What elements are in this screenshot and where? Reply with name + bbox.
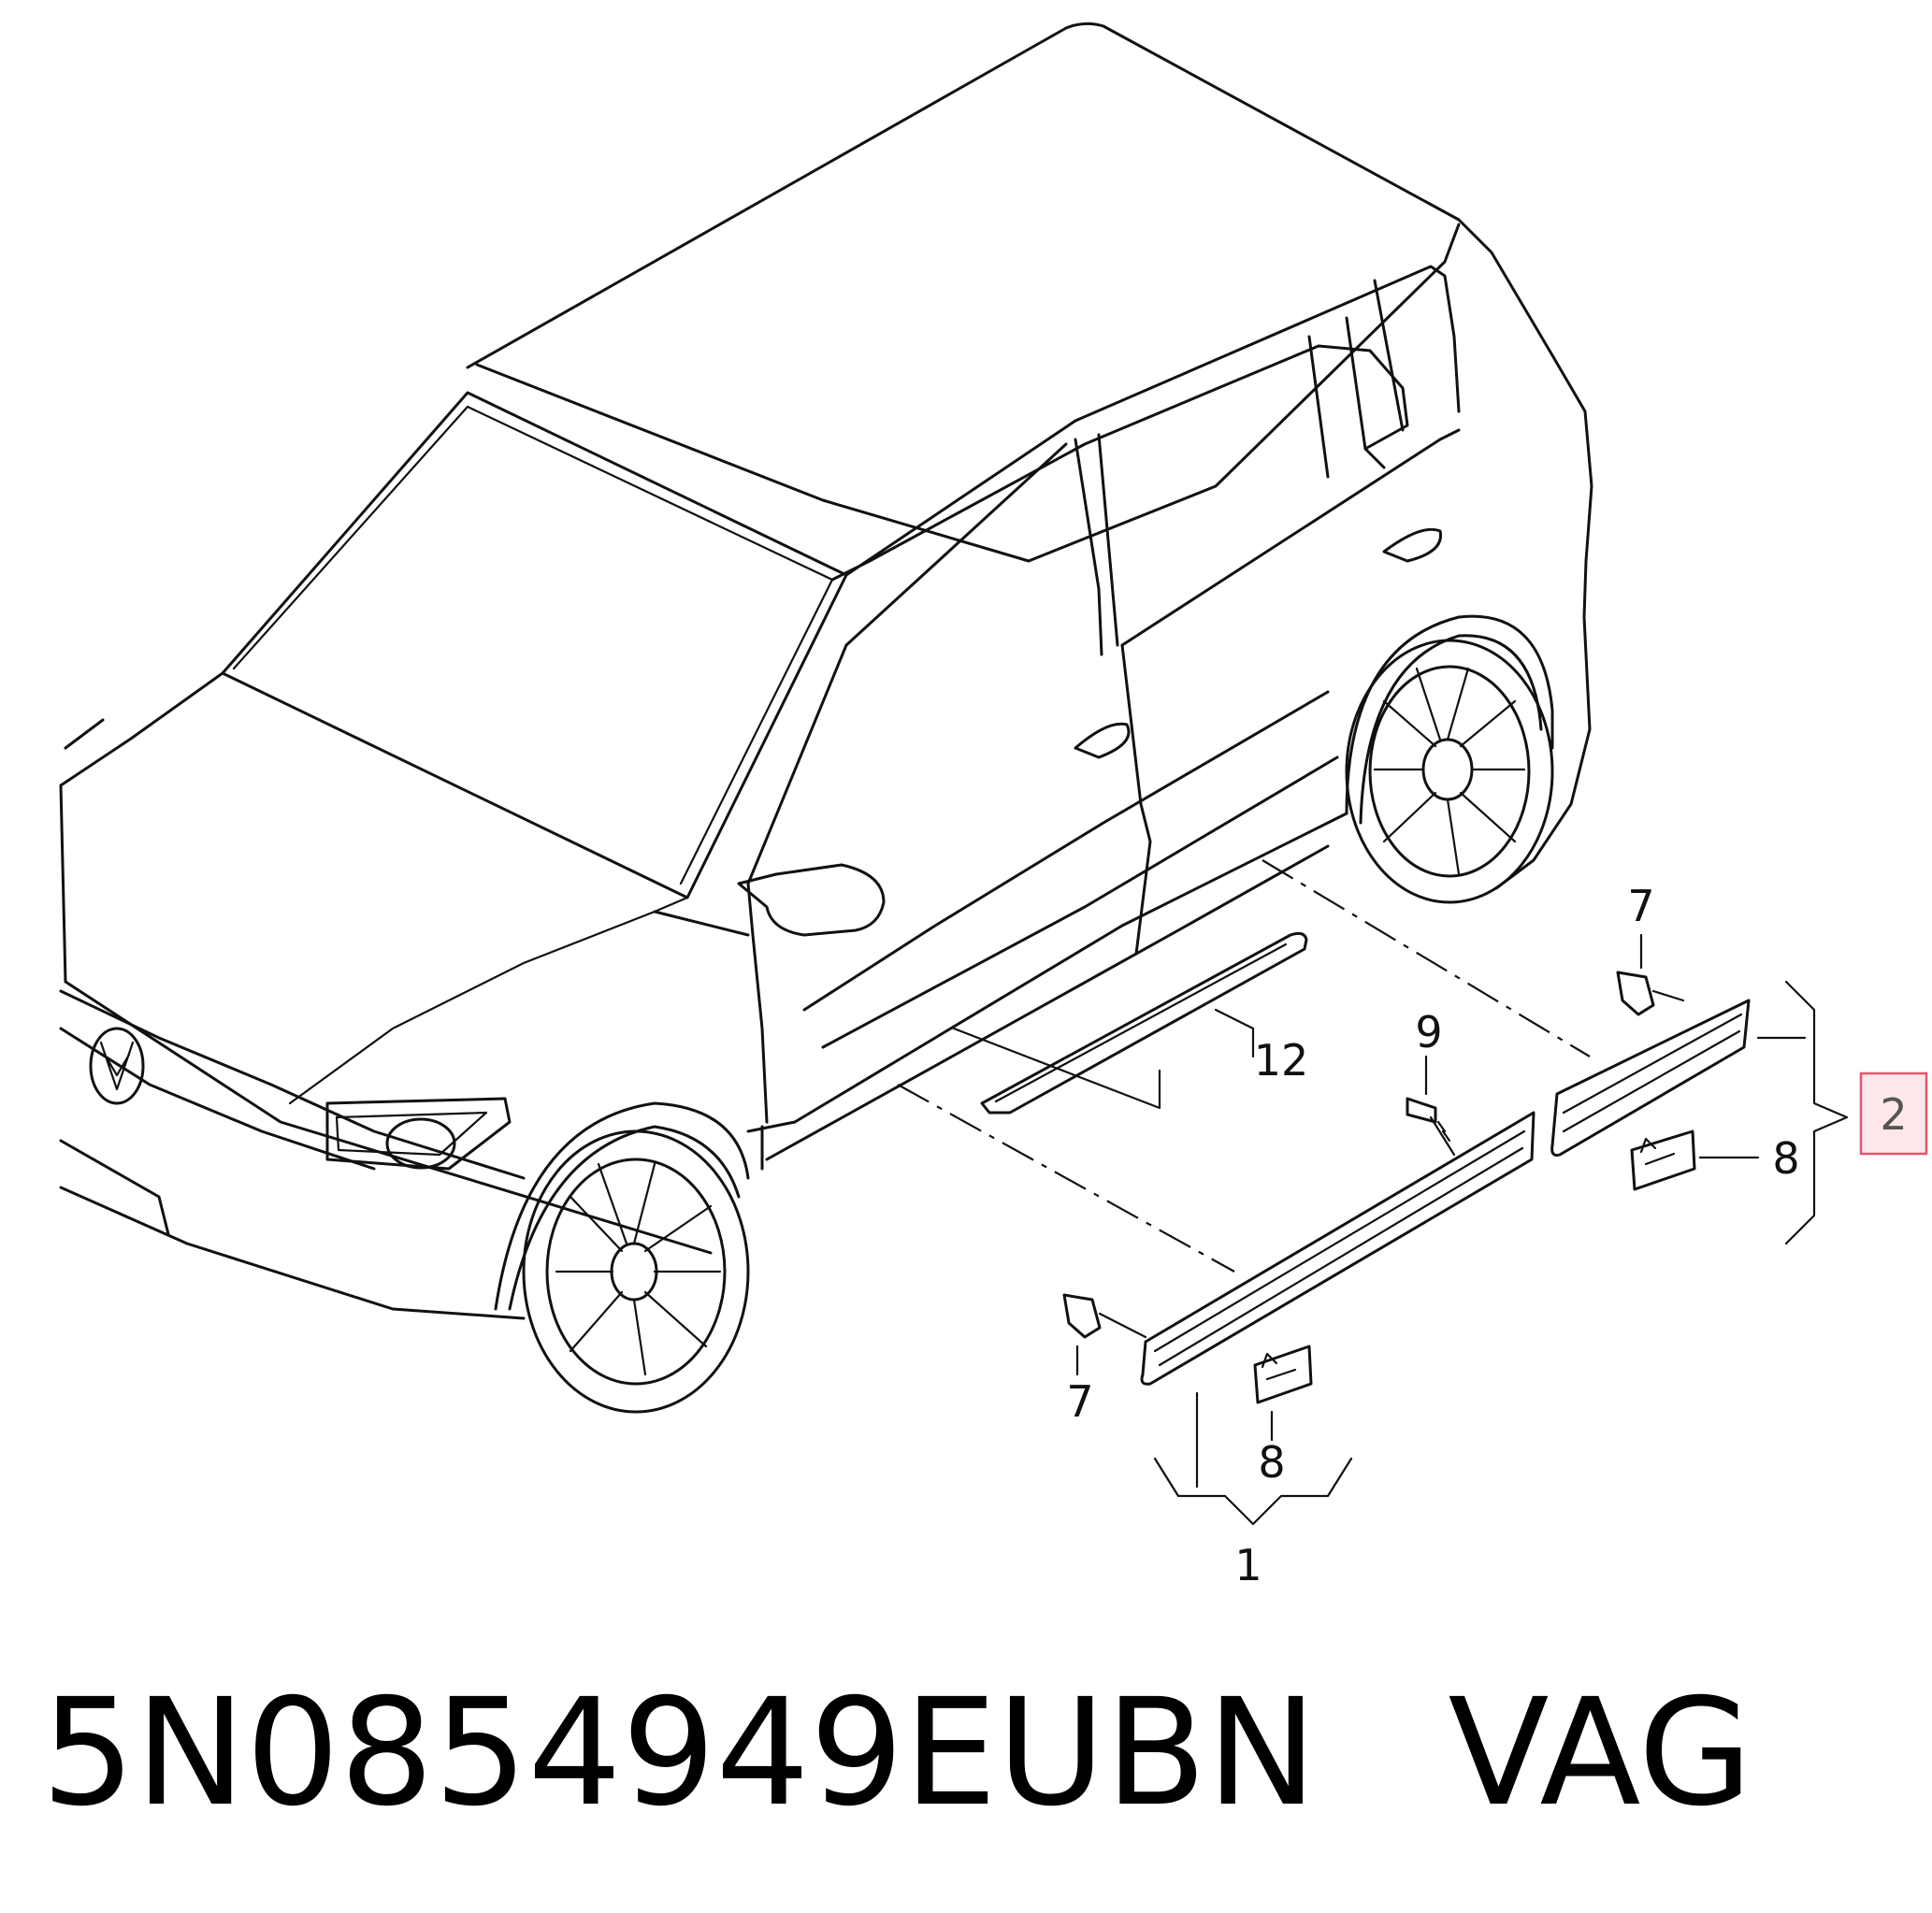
part-7-clip-lower [1062,1293,1147,1339]
callout-7-lower: 7 [1066,1376,1093,1427]
callout-leaders [1075,933,1849,1526]
part-2-rear-door-moulding [1550,999,1751,1157]
part-8-retainer-upper [1630,1129,1696,1191]
callout-12: 12 [1254,1035,1309,1086]
callout-2: 2 [1880,1089,1907,1140]
callout-9: 9 [1415,1007,1442,1057]
brand-label: VAG [1448,1667,1753,1839]
vehicle-illustration [59,22,1593,1414]
callout-8-upper: 8 [1772,1133,1799,1184]
callout-1: 1 [1234,1540,1262,1590]
parts-diagram: 7 7 9 12 8 8 1 2 [59,22,1928,1590]
callout-2-highlight: 2 [1859,1072,1928,1156]
part-number: 5N0854949EUBN [41,1667,1318,1839]
part-number-footer: 5N0854949EUBN VAG [41,1674,1752,1833]
part-1-front-door-moulding [1140,1111,1536,1386]
callout-8-lower: 8 [1258,1437,1285,1488]
part-12-trim-strip [952,931,1308,1115]
part-9-screw [1406,1097,1456,1157]
part-7-clip-upper [1616,971,1685,1016]
part-8-retainer-lower [1253,1345,1313,1404]
callout-7-upper: 7 [1627,881,1654,931]
